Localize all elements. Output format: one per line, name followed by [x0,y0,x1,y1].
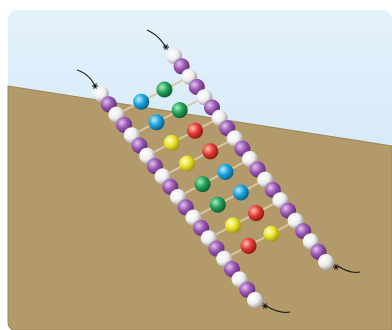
base-pair-left-base [164,135,180,151]
base-pair-right-base [248,205,264,221]
base-pair-right-base [187,123,203,139]
base-pair-left-base [179,156,195,172]
base-pair-left-base [241,238,257,254]
base-pair-left-base [149,114,165,130]
base-pair-right-base [156,82,172,98]
sugar-bead [247,292,263,308]
base-pair-left-base [195,176,211,192]
base-pair-right-base [172,102,188,118]
base-pair-right-base [202,143,218,159]
base-pair-left-base [210,197,226,213]
base-pair-left-base [133,94,149,110]
base-pair-right-base [263,226,279,242]
base-pair-right-base [218,164,234,180]
base-pair-left-base [225,217,241,233]
base-pair-right-base [233,185,249,201]
sugar-bead [318,254,334,270]
